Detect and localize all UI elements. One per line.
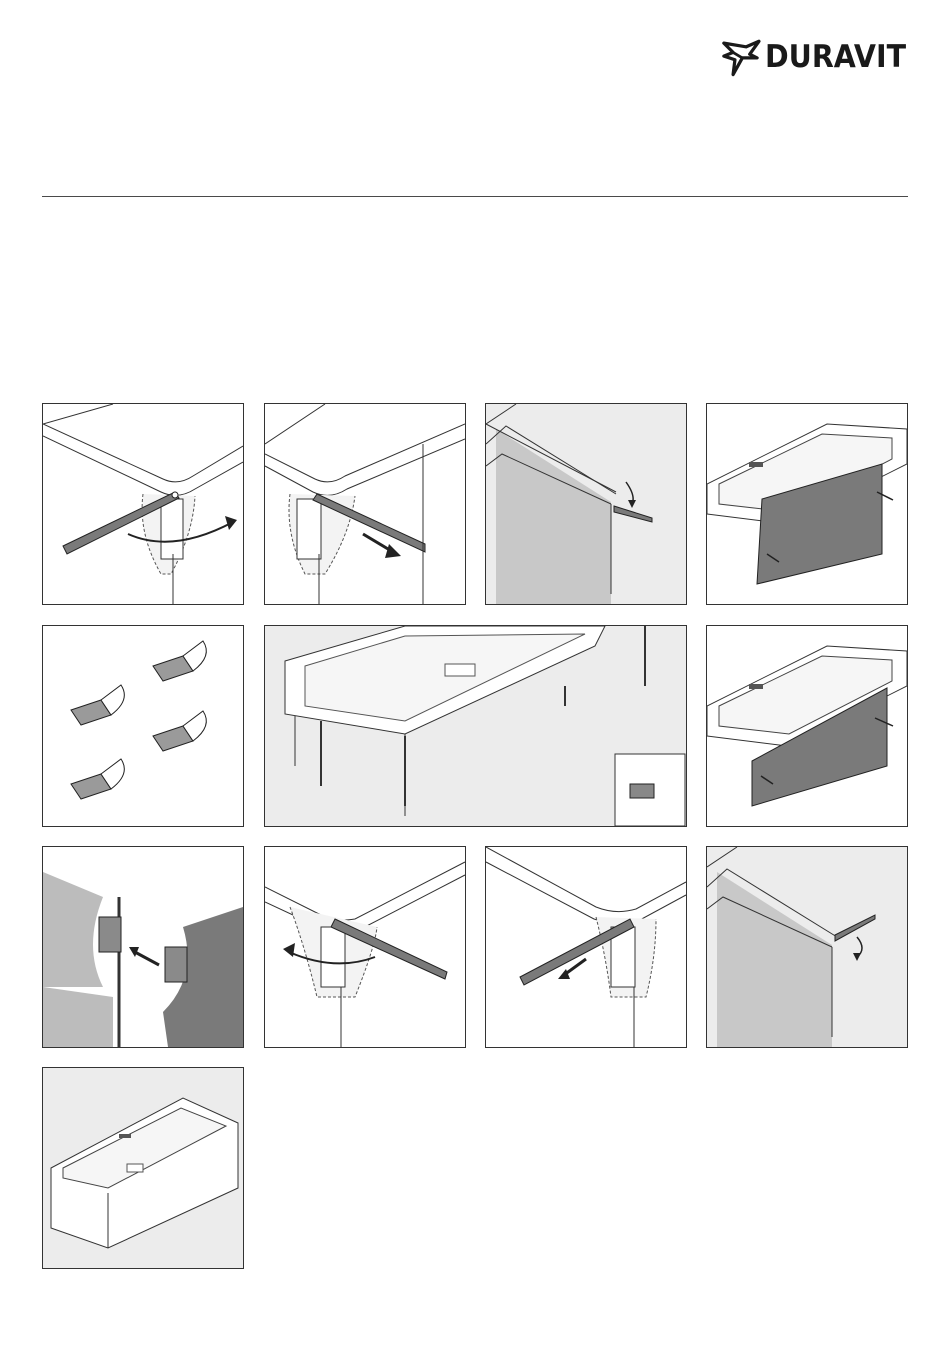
logo-wordmark: DURAVIT <box>765 39 906 75</box>
step-11-panel <box>706 846 908 1048</box>
flip-bracket-back-illustration <box>707 847 907 1047</box>
corner-clip-illustration <box>43 847 243 1047</box>
attach-panel-illustration <box>707 626 907 826</box>
rotate-bracket-back-illustration <box>265 847 465 1047</box>
rotate-bracket-illustration <box>43 404 243 604</box>
mounting-plates-illustration <box>43 626 243 826</box>
step-2-panel <box>264 403 466 605</box>
header-divider <box>42 196 908 197</box>
step-4-panel <box>706 403 908 605</box>
step-10-panel <box>485 846 687 1048</box>
slide-bracket-out-illustration <box>486 847 686 1047</box>
flip-bracket-illustration <box>486 404 686 604</box>
remove-panel-illustration <box>707 404 907 604</box>
step-8-panel <box>42 846 244 1048</box>
step-6-panel <box>264 625 687 827</box>
duravit-logo: DURAVIT <box>722 34 918 80</box>
step-5-panel <box>42 625 244 827</box>
step-9-panel <box>264 846 466 1048</box>
tub-frame-illustration <box>265 626 686 826</box>
finished-tub-illustration <box>43 1068 243 1268</box>
step-1-panel <box>42 403 244 605</box>
step-3-panel <box>485 403 687 605</box>
slide-bracket-illustration <box>265 404 465 604</box>
step-12-panel <box>42 1067 244 1269</box>
duravit-bird-icon <box>722 36 763 78</box>
step-7-panel <box>706 625 908 827</box>
